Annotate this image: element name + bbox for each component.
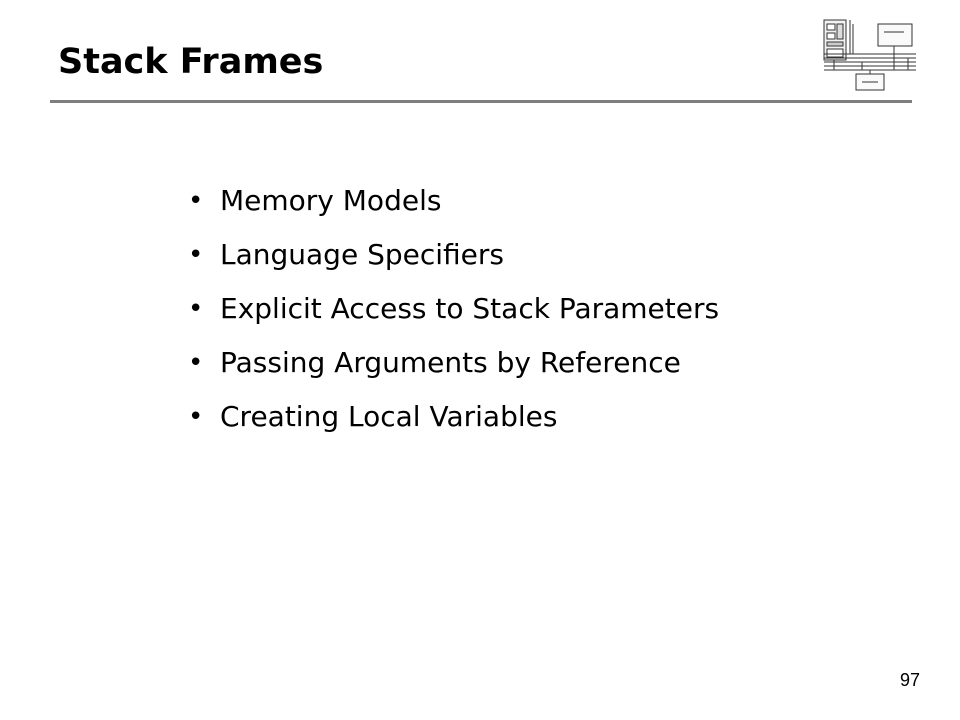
bullet-item: • Language Specifiers: [186, 228, 719, 282]
bullet-icon: •: [188, 348, 204, 378]
bullet-item: • Explicit Access to Stack Parameters: [186, 282, 719, 336]
bullet-list: • Memory Models • Language Specifiers • …: [186, 174, 719, 444]
bullet-text: Passing Arguments by Reference: [220, 346, 681, 379]
computer-architecture-diagram-icon: [823, 19, 916, 91]
bullet-icon: •: [188, 294, 204, 324]
bullet-icon: •: [188, 402, 204, 432]
bullet-icon: •: [188, 186, 204, 216]
bullet-item: • Memory Models: [186, 174, 719, 228]
page-number: 97: [899, 670, 920, 690]
bullet-text: Language Specifiers: [220, 238, 504, 271]
slide-title: Stack Frames: [58, 42, 324, 82]
title-divider: [50, 100, 912, 103]
bullet-icon: •: [188, 240, 204, 270]
bullet-text: Creating Local Variables: [220, 400, 558, 433]
bullet-item: • Passing Arguments by Reference: [186, 336, 719, 390]
bullet-text: Memory Models: [220, 184, 442, 217]
bullet-text: Explicit Access to Stack Parameters: [220, 292, 720, 325]
bullet-item: • Creating Local Variables: [186, 390, 719, 444]
